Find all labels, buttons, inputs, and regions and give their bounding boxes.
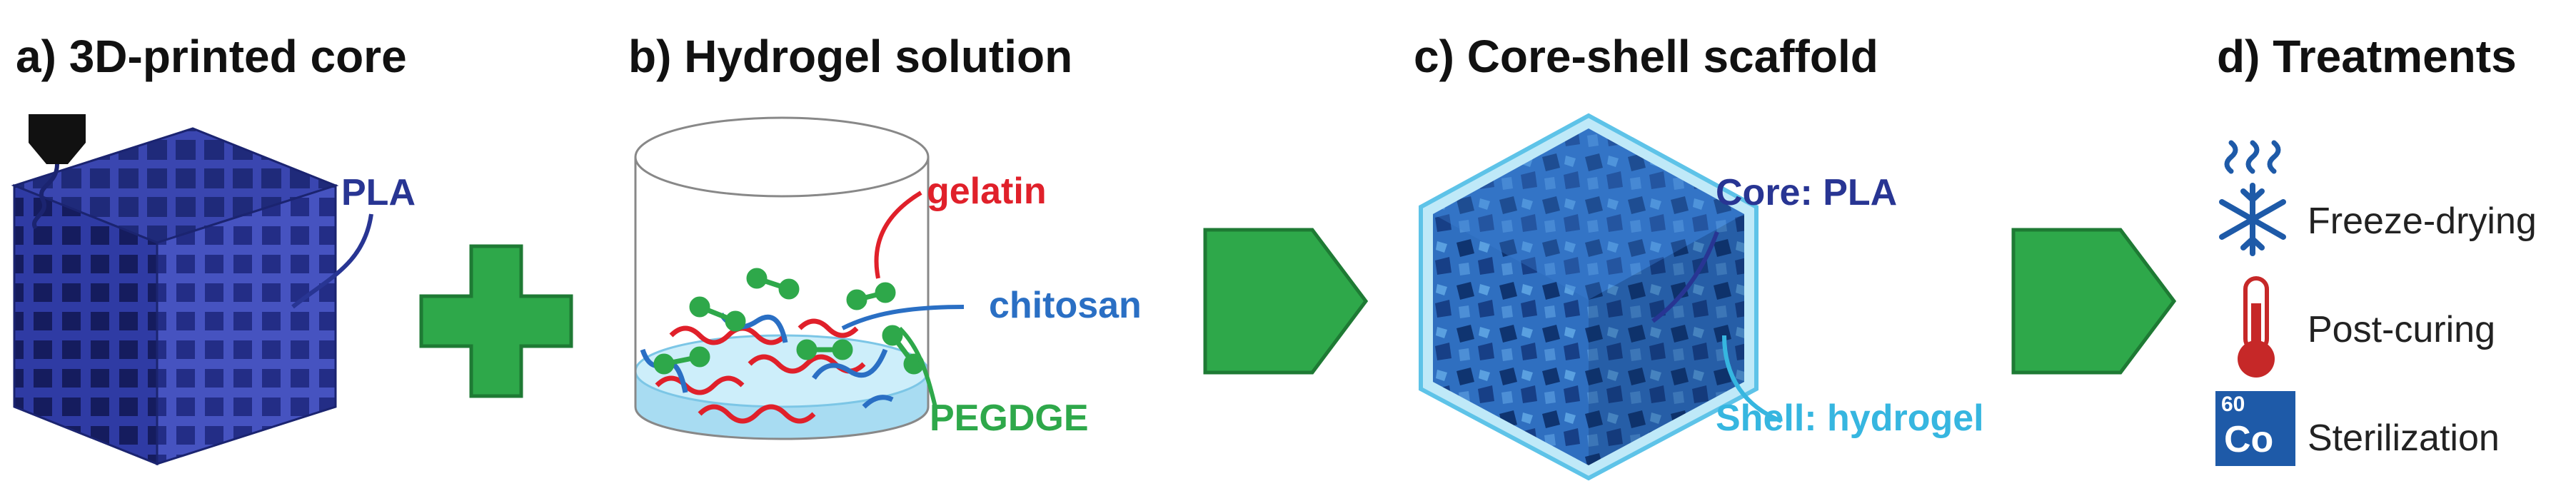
pegdge-label: PEGDGE [930,398,1089,439]
cobalt-60-icon: 60 Co [2215,391,2295,466]
pla-leader-line [291,213,373,309]
plus-icon [419,244,573,398]
panel-b-title: b) Hydrogel solution [628,31,1073,82]
core-shell-hexagon [1419,113,1783,481]
sterilization-label: Sterilization [2308,417,2500,459]
pla-label: PLA [341,172,416,213]
cobalt-mass-number: 60 [2221,393,2245,416]
beaker [634,116,965,440]
chitosan-label: chitosan [989,285,1142,326]
freeze-drying-label: Freeze-drying [2308,201,2537,242]
gelatin-label: gelatin [927,171,1047,212]
post-curing-label: Post-curing [2308,309,2495,350]
core-label: Core: PLA [1716,172,1898,213]
process-arrow-2 [2011,228,2177,375]
shell-label: Shell: hydrogel [1716,398,1984,439]
process-arrow-1 [1203,228,1369,375]
panel-a-title: a) 3D-printed core [16,31,407,82]
panel-d-title: d) Treatments [2217,31,2517,82]
printed-cube [11,127,339,466]
thermometer-icon [2238,276,2275,378]
cobalt-symbol: Co [2224,419,2274,460]
print-nozzle-icon [29,114,86,230]
snowflake-icon [2219,140,2286,256]
panel-c-title: c) Core-shell scaffold [1414,31,1878,82]
